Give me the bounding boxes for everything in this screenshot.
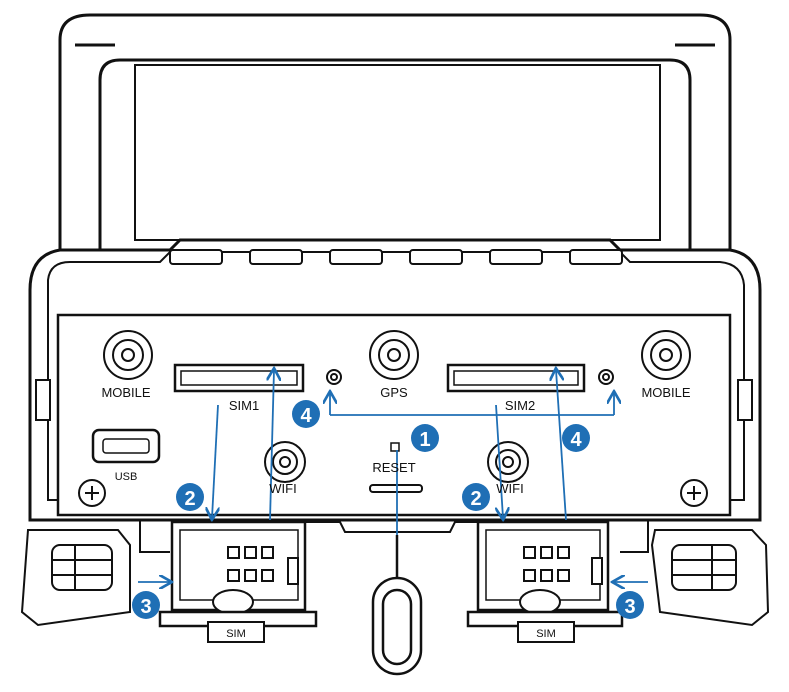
ejector-pin-icon: [371, 535, 423, 676]
usb-port[interactable]: [91, 428, 161, 464]
svg-text:4: 4: [570, 429, 582, 451]
wifi-connector-right-icon: [487, 441, 529, 483]
sim2-label: SIM2: [505, 398, 535, 413]
gps-label: GPS: [380, 385, 408, 400]
instruction-arrows: [138, 370, 648, 582]
tray-right-label: SIM: [536, 628, 556, 640]
vent-slots: [169, 249, 623, 265]
sim-card-right: [650, 529, 770, 627]
step-1-badge: 1: [411, 424, 439, 452]
usb-label: USB: [115, 471, 138, 483]
mobile-connector-left-icon: [103, 330, 153, 380]
svg-text:1: 1: [419, 429, 430, 451]
sim1-label: SIM1: [229, 398, 259, 413]
mobile-connector-right-icon: [641, 330, 691, 380]
sim2-slot[interactable]: [446, 363, 586, 393]
reset-hole[interactable]: [369, 484, 423, 493]
led-indicators: [326, 369, 614, 385]
wifi-connector-left-icon: [264, 441, 306, 483]
svg-text:3: 3: [624, 596, 635, 618]
step-4-right-badge: 4: [562, 424, 590, 452]
step-badges: 1 2 2 3 3 4 4: [132, 400, 644, 619]
gps-connector-icon: [369, 330, 419, 380]
sim-card-left: [20, 529, 131, 627]
mobile-right-label: MOBILE: [641, 385, 690, 400]
screw-icon: [78, 479, 708, 507]
reset-led: [390, 442, 400, 452]
reset-label: RESET: [372, 460, 415, 475]
step-2-left-badge: 2: [176, 483, 204, 511]
wifi-left-label: WIFI: [269, 481, 296, 496]
wifi-right-label: WIFI: [496, 481, 523, 496]
mobile-left-label: MOBILE: [101, 385, 150, 400]
step-2-right-badge: 2: [462, 483, 490, 511]
svg-text:3: 3: [140, 596, 151, 618]
sim-tray-left[interactable]: [158, 520, 318, 643]
svg-text:2: 2: [470, 488, 481, 510]
step-3-right-badge: 3: [616, 591, 644, 619]
svg-text:2: 2: [184, 488, 195, 510]
tray-left-label: SIM: [226, 628, 246, 640]
sim-tray-right[interactable]: [466, 520, 624, 643]
svg-text:4: 4: [300, 405, 312, 427]
step-4-left-badge: 4: [292, 400, 320, 428]
step-3-left-badge: 3: [132, 591, 160, 619]
side-clips: [35, 379, 753, 421]
sim1-slot[interactable]: [173, 363, 305, 393]
